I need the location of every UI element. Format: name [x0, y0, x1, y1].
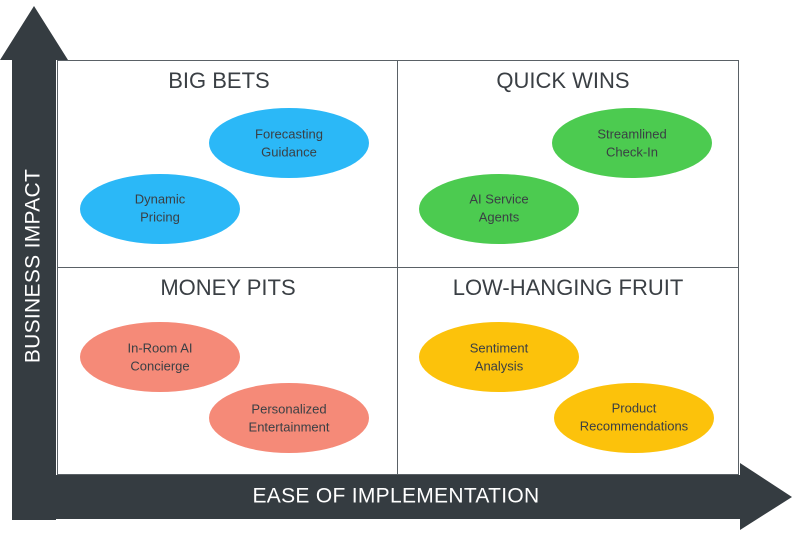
y-axis-label: BUSINESS IMPACT [22, 169, 45, 363]
x-axis: EASE OF IMPLEMENTATION [12, 463, 792, 530]
bubble-label-line1: In-Room AI [127, 340, 192, 355]
bubble-label-line1: Sentiment [470, 340, 529, 355]
quadrant-title-big-bets: BIG BETS [168, 68, 269, 93]
bubble-label-line1: Streamlined [597, 126, 666, 141]
bubble-label-line2: Recommendations [580, 418, 689, 433]
quadrant-title-low-hanging-fruit: LOW-HANGING FRUIT [453, 275, 684, 300]
quadrant-low-hanging-fruit: LOW-HANGING FRUIT Sentiment Analysis Pro… [419, 275, 714, 453]
quadrant-quick-wins: QUICK WINS Streamlined Check-In AI Servi… [419, 68, 712, 244]
bubble-label-line2: Pricing [140, 209, 180, 224]
bubble-label-line2: Analysis [475, 358, 524, 373]
bubble-forecasting-guidance[interactable]: Forecasting Guidance [209, 108, 369, 178]
bubble-streamlined-check-in[interactable]: Streamlined Check-In [552, 108, 712, 178]
bubble-label-line2: Concierge [130, 358, 189, 373]
y-axis: BUSINESS IMPACT [0, 6, 68, 520]
bubble-label-line1: Product [612, 400, 657, 415]
quadrant-big-bets: BIG BETS Forecasting Guidance Dynamic Pr… [80, 68, 369, 244]
bubble-label-line2: Entertainment [249, 419, 330, 434]
bubble-label-line2: Agents [479, 209, 520, 224]
bubble-label-line1: Personalized [251, 401, 326, 416]
bubble-product-recommendations[interactable]: Product Recommendations [554, 383, 714, 453]
bubble-label-line1: Dynamic [135, 191, 186, 206]
x-axis-arrow [12, 463, 792, 530]
quadrant-money-pits: MONEY PITS In-Room AI Concierge Personal… [80, 275, 369, 453]
quadrant-title-quick-wins: QUICK WINS [496, 68, 629, 93]
bubble-in-room-ai-concierge[interactable]: In-Room AI Concierge [80, 322, 240, 392]
bubble-personalized-entertainment[interactable]: Personalized Entertainment [209, 383, 369, 453]
bubble-label-line2: Check-In [606, 144, 658, 159]
bubble-ai-service-agents[interactable]: AI Service Agents [419, 174, 579, 244]
bubble-label-line2: Guidance [261, 144, 317, 159]
bubble-sentiment-analysis[interactable]: Sentiment Analysis [419, 322, 579, 392]
x-axis-label: EASE OF IMPLEMENTATION [252, 485, 539, 508]
bubble-label-line1: AI Service [469, 191, 528, 206]
quadrant-grid [57, 60, 739, 475]
quadrant-title-money-pits: MONEY PITS [160, 275, 295, 300]
y-axis-arrow [0, 6, 68, 520]
bubble-dynamic-pricing[interactable]: Dynamic Pricing [80, 174, 240, 244]
bubble-label-line1: Forecasting [255, 126, 323, 141]
